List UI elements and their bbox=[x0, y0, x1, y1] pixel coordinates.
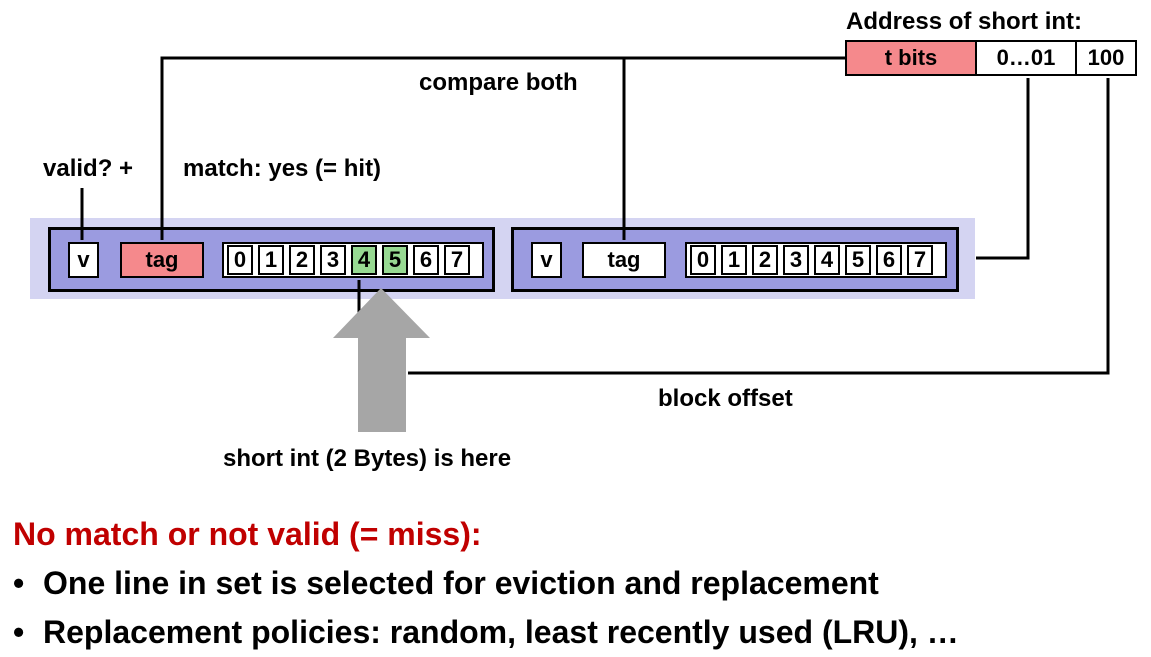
bullet-dot: • bbox=[13, 565, 25, 601]
short-int-label: short int (2 Bytes) is here bbox=[223, 445, 512, 472]
address-set-index: 0…01 bbox=[977, 42, 1077, 74]
byte-1-6: 6 bbox=[413, 245, 439, 275]
tag-compare-wire bbox=[160, 56, 845, 240]
cache-block-2: 0 1 2 3 4 5 6 7 bbox=[685, 242, 947, 278]
tag-field-2: tag bbox=[582, 242, 666, 278]
tag-field-1: tag bbox=[120, 242, 204, 278]
byte-1-3: 3 bbox=[320, 245, 346, 275]
miss-bullet-1: • One line in set is selected for evictio… bbox=[13, 565, 879, 602]
miss-bullet-1-text: One line in set is selected for eviction… bbox=[43, 565, 879, 601]
byte-2-4: 4 bbox=[814, 245, 840, 275]
block-offset-label: block offset bbox=[658, 385, 793, 412]
byte-2-0: 0 bbox=[690, 245, 716, 275]
address-title: Address of short int: bbox=[846, 8, 1083, 35]
byte-2-1: 1 bbox=[721, 245, 747, 275]
address-block-offset: 100 bbox=[1077, 42, 1135, 74]
byte-1-0: 0 bbox=[227, 245, 253, 275]
valid-bit-2: v bbox=[531, 242, 562, 278]
block-offset-wire bbox=[408, 78, 1110, 375]
cache-block-1: 0 1 2 3 4 5 6 7 bbox=[222, 242, 484, 278]
byte-1-4: 4 bbox=[351, 245, 377, 275]
set-index-wire bbox=[976, 78, 1030, 260]
miss-bullet-2: • Replacement policies: random, least rec… bbox=[13, 614, 959, 651]
miss-bullet-2-text: Replacement policies: random, least rece… bbox=[43, 614, 959, 650]
up-arrow bbox=[333, 288, 430, 432]
byte-2-5: 5 bbox=[845, 245, 871, 275]
valid-bit-1: v bbox=[68, 242, 99, 278]
address-fields: t bits 0…01 100 bbox=[845, 40, 1137, 76]
cache-line-2: v tag 0 1 2 3 4 5 6 7 bbox=[511, 227, 959, 292]
valid-label: valid? + bbox=[43, 155, 134, 182]
byte-2-2: 2 bbox=[752, 245, 778, 275]
byte-1-2: 2 bbox=[289, 245, 315, 275]
byte-2-7: 7 bbox=[907, 245, 933, 275]
byte-2-3: 3 bbox=[783, 245, 809, 275]
cache-line-1: v tag 0 1 2 3 4 5 6 7 bbox=[48, 227, 495, 292]
byte-1-7: 7 bbox=[444, 245, 470, 275]
byte-1-1: 1 bbox=[258, 245, 284, 275]
miss-heading: No match or not valid (= miss): bbox=[13, 516, 482, 552]
bullet-dot: • bbox=[13, 614, 25, 650]
compare-both-label: compare both bbox=[419, 69, 578, 96]
match-label: match: yes (= hit) bbox=[183, 155, 382, 182]
byte-2-6: 6 bbox=[876, 245, 902, 275]
byte-1-5: 5 bbox=[382, 245, 408, 275]
address-tag-bits: t bits bbox=[847, 42, 977, 74]
